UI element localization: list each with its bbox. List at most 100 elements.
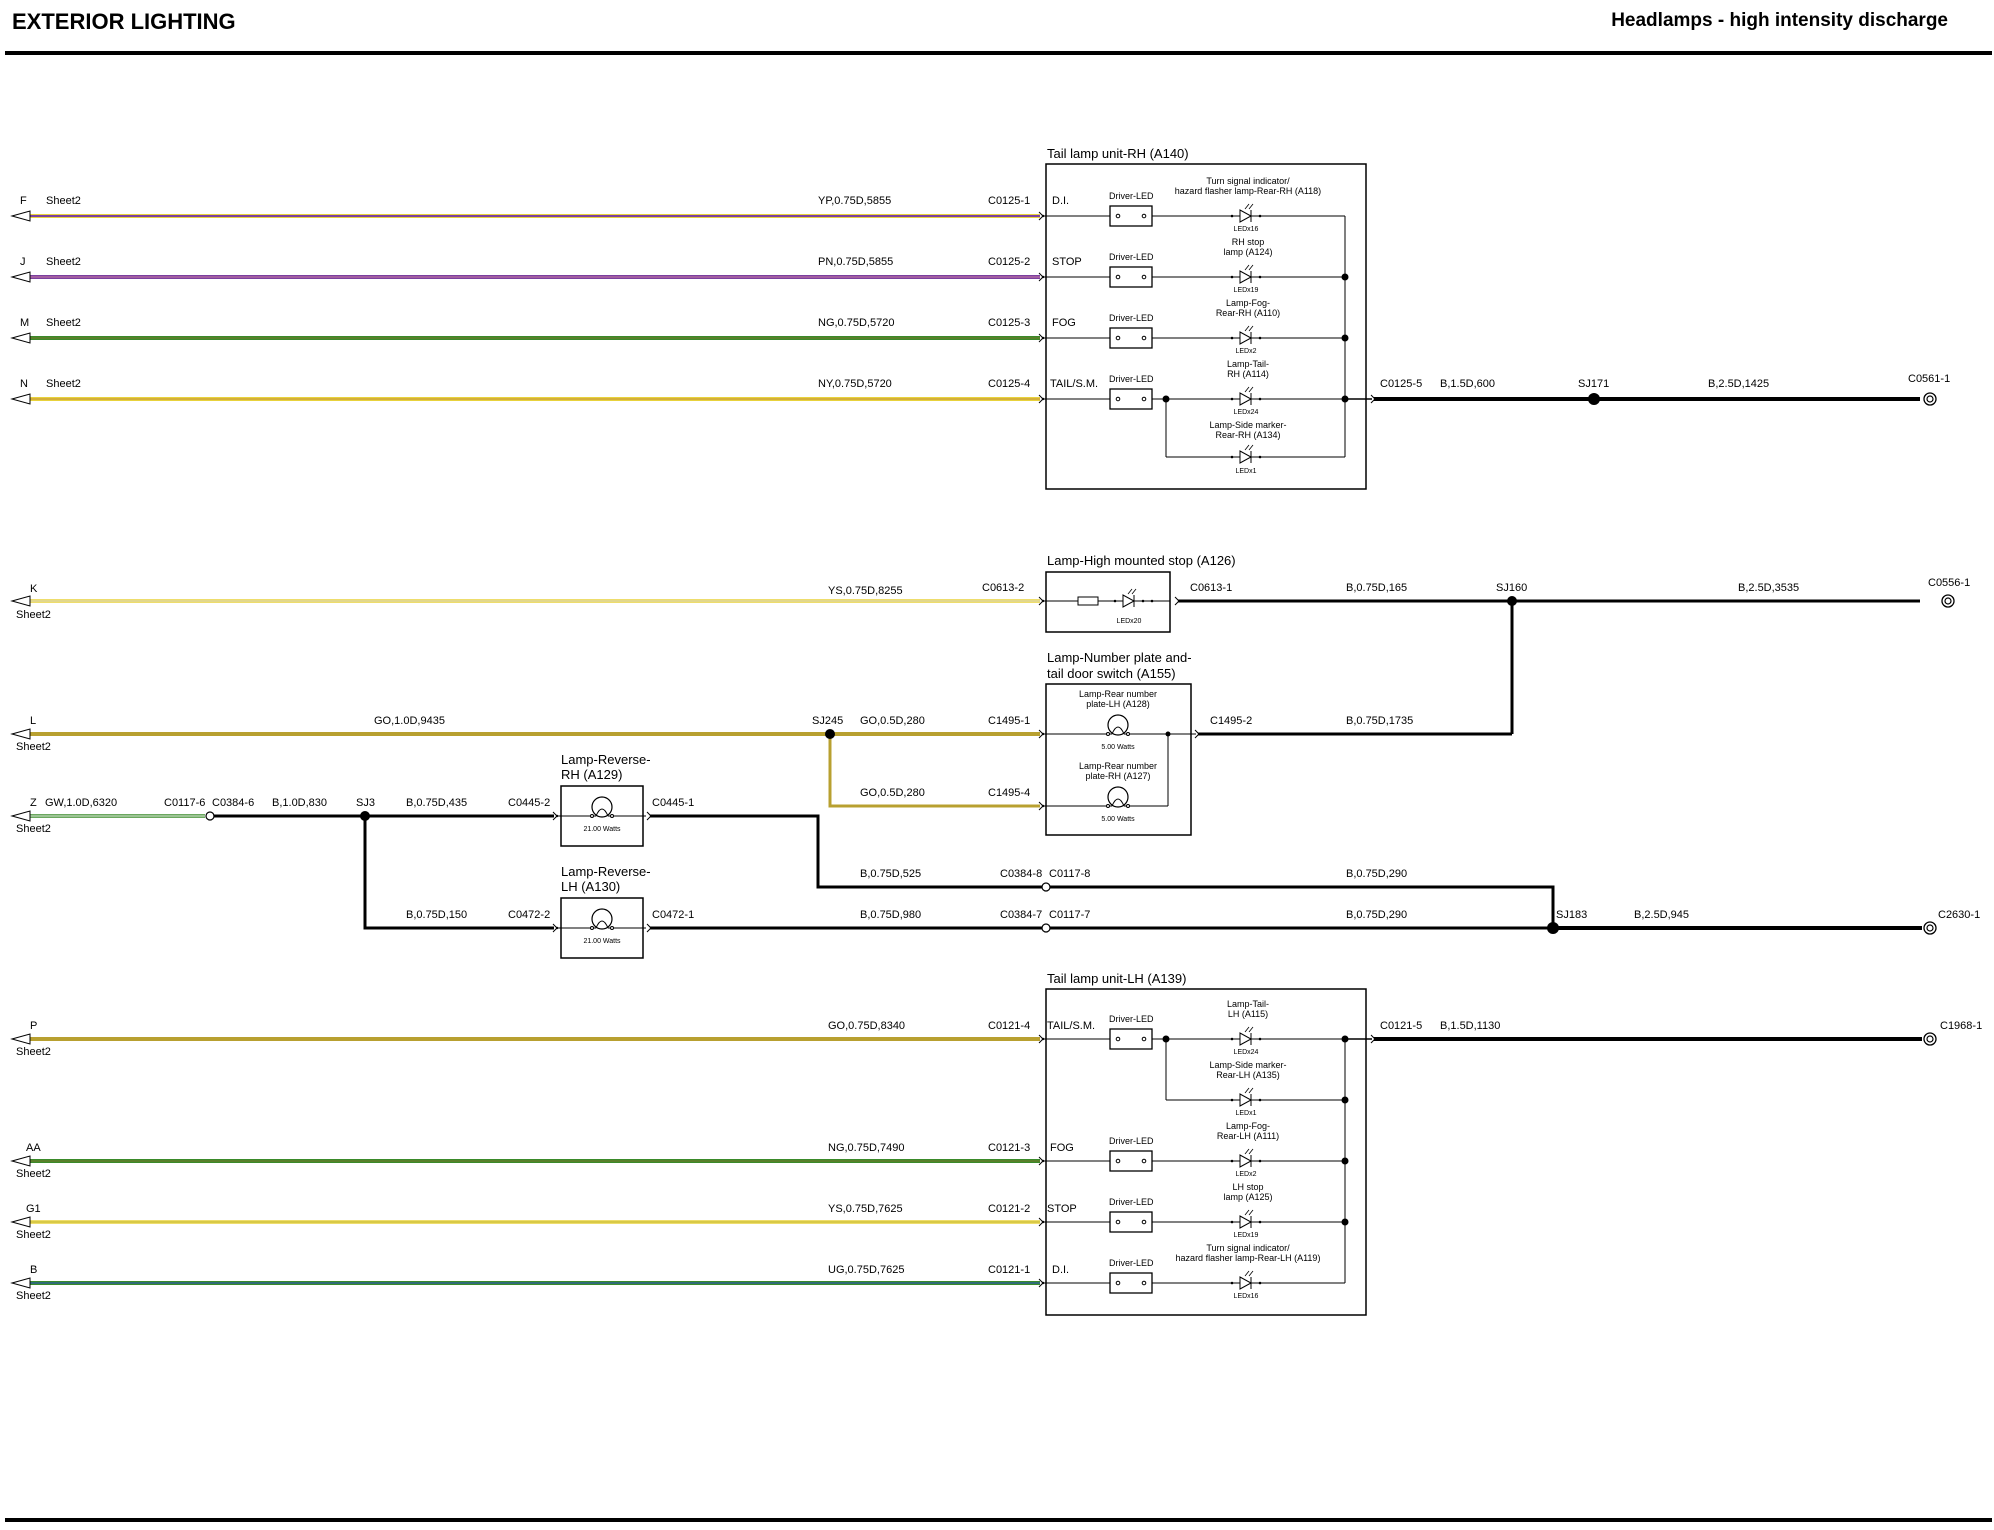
- sheet-ref[interactable]: Sheet2: [16, 823, 51, 835]
- wire-label: B,0.75D,435: [406, 797, 467, 809]
- ground-terminal-icon: [1923, 392, 1937, 406]
- sheet-ref[interactable]: Sheet2: [46, 378, 81, 390]
- sheet-ref[interactable]: Sheet2: [16, 609, 51, 621]
- connector-label: C0121-1: [988, 1264, 1030, 1276]
- pin-label: FOG: [1052, 317, 1076, 329]
- wire-label: B,0.75D,525: [860, 868, 921, 880]
- pin-label: STOP: [1047, 1203, 1077, 1215]
- pin-label: TAIL/S.M.: [1050, 378, 1098, 390]
- component-title: Lamp-High mounted stop (A126): [1047, 553, 1236, 568]
- sheet-ref[interactable]: Sheet2: [16, 1168, 51, 1180]
- lamp-label: Lamp-Fog-: [1226, 1121, 1270, 1131]
- lamp-label: Lamp-Fog-: [1226, 298, 1270, 308]
- lamp-label: Lamp-Side marker-: [1209, 1060, 1286, 1070]
- wire-label: B,0.75D,165: [1346, 582, 1407, 594]
- led-count: LEDx16: [1234, 1293, 1259, 1300]
- wire-label: B,0.75D,1735: [1346, 715, 1413, 727]
- component-title: Lamp-Reverse-: [561, 864, 651, 879]
- wire-label: NY,0.75D,5720: [818, 378, 892, 390]
- connector-label: C0384-6: [212, 797, 254, 809]
- inline-connector-icon: [1041, 882, 1051, 892]
- lamp-label: RH stop: [1232, 237, 1265, 247]
- wire-label: B,0.75D,290: [1346, 909, 1407, 921]
- wire-label: GO,1.0D,9435: [374, 715, 445, 727]
- led-count: LEDx1: [1235, 1110, 1256, 1117]
- watts-label: 21.00 Watts: [583, 826, 621, 833]
- lamp-label: plate-RH (A127): [1085, 771, 1150, 781]
- led-count: LEDx16: [1234, 226, 1259, 233]
- led-count: LEDx19: [1234, 287, 1259, 294]
- sheet-ref[interactable]: Sheet2: [46, 195, 81, 207]
- lamp-label: hazard flasher lamp-Rear-LH (A119): [1176, 1253, 1321, 1263]
- wire-label: PN,0.75D,5855: [818, 256, 893, 268]
- led-count: LEDx20: [1117, 618, 1142, 625]
- driver-label: Driver-LED: [1109, 191, 1154, 201]
- sheet-ref-letter: P: [30, 1020, 37, 1032]
- wire-label: YS,0.75D,7625: [828, 1203, 903, 1215]
- wire-reverse-rh-ground: [650, 814, 1042, 889]
- wire-label: B,0.75D,290: [1346, 868, 1407, 880]
- connector-label: C1495-4: [988, 787, 1030, 799]
- connector-label: C0121-4: [988, 1020, 1030, 1032]
- driver-label: Driver-LED: [1109, 1197, 1154, 1207]
- sheet-ref-letter: K: [30, 583, 38, 595]
- wire-label: GO,0.5D,280: [860, 787, 925, 799]
- sheet-ref-letter: Z: [30, 797, 37, 809]
- connector-label: C0125-1: [988, 195, 1030, 207]
- sheet-ref[interactable]: Sheet2: [46, 317, 81, 329]
- wire-label: GO,0.75D,8340: [828, 1020, 905, 1032]
- wire-label: B,0.75D,980: [860, 909, 921, 921]
- connector-label: C0125-2: [988, 256, 1030, 268]
- reverse-lamp-lh[interactable]: Lamp-Reverse- LH (A130) 21.00 Watts: [558, 864, 651, 959]
- connector-label: C1968-1: [1940, 1020, 1982, 1032]
- wire-label: B,1.5D,600: [1440, 378, 1495, 390]
- pin-label: D.I.: [1052, 195, 1069, 207]
- led-count: LEDx24: [1234, 1049, 1259, 1056]
- high-mounted-stop-lamp[interactable]: Lamp-High mounted stop (A126) LEDx20: [1044, 553, 1236, 633]
- sheet-ref-letter: G1: [26, 1203, 41, 1215]
- watts-label: 5.00 Watts: [1101, 744, 1135, 751]
- led-count: LEDx19: [1234, 1232, 1259, 1239]
- wire-label: YS,0.75D,8255: [828, 585, 903, 597]
- tail-lamp-unit-lh[interactable]: Tail lamp unit-LH (A139) TAIL/S.M. FOG S…: [1044, 971, 1372, 1316]
- connector-label: C0121-2: [988, 1203, 1030, 1215]
- connector-label: C0561-1: [1908, 373, 1950, 385]
- sheet-ref[interactable]: Sheet2: [16, 1290, 51, 1302]
- watts-label: 21.00 Watts: [583, 938, 621, 945]
- page-title: Headlamps - high intensity discharge: [1611, 10, 1948, 31]
- sheet-ref[interactable]: Sheet2: [16, 1046, 51, 1058]
- sheet-ref[interactable]: Sheet2: [16, 741, 51, 753]
- connector-label: C0613-2: [982, 582, 1024, 594]
- sheet-ref[interactable]: Sheet2: [16, 1229, 51, 1241]
- component-title: Tail lamp unit-LH (A139): [1047, 971, 1186, 986]
- sheet-ref-letter: B: [30, 1264, 37, 1276]
- wire-number-plate-branch: [828, 734, 1040, 808]
- splice-label: SJ245: [812, 715, 843, 727]
- ground-terminal-icon: [1923, 1032, 1937, 1046]
- driver-label: Driver-LED: [1109, 313, 1154, 323]
- inline-connector-icon: [1041, 923, 1051, 933]
- reverse-lamp-rh[interactable]: Lamp-Reverse- RH (A129) 21.00 Watts: [558, 752, 651, 847]
- splice-dot: [825, 729, 835, 739]
- wire-label: B,1.5D,1130: [1440, 1020, 1500, 1032]
- component-title: RH (A129): [561, 767, 622, 782]
- sheet-ref-letter: AA: [26, 1142, 41, 1154]
- connector-label: C0121-5: [1380, 1020, 1422, 1032]
- ground-terminal-icon: [1941, 594, 1955, 608]
- sheet-ref[interactable]: Sheet2: [46, 256, 81, 268]
- wire-label: B,0.75D,150: [406, 909, 467, 921]
- driver-label: Driver-LED: [1109, 252, 1154, 262]
- watts-label: 5.00 Watts: [1101, 816, 1135, 823]
- ground-terminal-icon: [1923, 921, 1937, 935]
- lamp-label: RH (A114): [1227, 369, 1269, 379]
- component-title: Lamp-Number plate and-: [1047, 650, 1192, 665]
- connector-label: C0125-3: [988, 317, 1030, 329]
- lamp-label: Rear-RH (A134): [1215, 430, 1280, 440]
- lamp-label: Lamp-Tail-: [1227, 999, 1269, 1009]
- connector-label: C0472-2: [508, 909, 550, 921]
- splice-dot: [1588, 393, 1600, 405]
- connector-label: C0384-8: [1000, 868, 1042, 880]
- driver-label: Driver-LED: [1109, 374, 1154, 384]
- tail-lamp-unit-rh[interactable]: Tail lamp unit-RH (A140) D.I. STOP FOG T…: [1044, 146, 1372, 490]
- number-plate-lamp-unit[interactable]: Lamp-Number plate and- tail door switch …: [1044, 650, 1196, 836]
